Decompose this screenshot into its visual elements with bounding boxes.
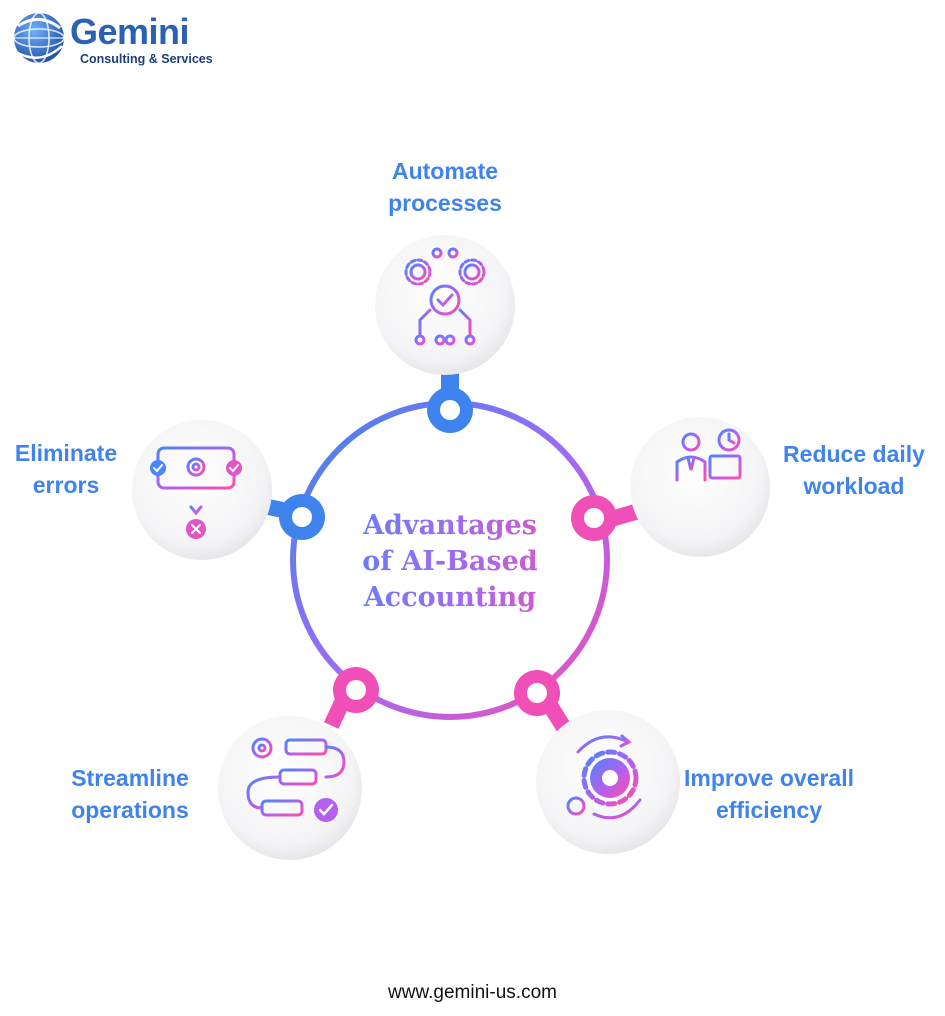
label-streamline-operations: Streamline operations bbox=[52, 762, 208, 826]
diagram-title-line-3: Accounting bbox=[363, 582, 537, 613]
label-line-2: errors bbox=[32, 472, 100, 498]
label-automate-processes: Automate processes bbox=[355, 155, 535, 219]
brand-logo: Gemini Consulting & Services bbox=[10, 8, 230, 70]
node-left bbox=[279, 494, 325, 540]
diagram-title-line-1: Advantages bbox=[363, 510, 537, 541]
disc-right bbox=[630, 417, 770, 557]
workflow-steps-icon bbox=[246, 737, 346, 822]
worker-at-desk-icon bbox=[650, 428, 747, 522]
diagram-title: Advantages of AI-Based Accounting bbox=[300, 508, 600, 616]
disc-left bbox=[132, 420, 272, 560]
label-line-1: Eliminate bbox=[14, 440, 118, 466]
diagram-title-line-2: of AI-Based bbox=[362, 546, 538, 577]
node-bottom-left bbox=[333, 667, 379, 713]
label-improve-overall-efficiency: Improve overall efficiency bbox=[676, 762, 862, 826]
brand-name: Gemini bbox=[70, 11, 190, 52]
website-url: www.gemini-us.com bbox=[388, 982, 557, 1003]
label-line-1: Reduce daily bbox=[783, 441, 925, 467]
label-eliminate-errors: Eliminate errors bbox=[4, 437, 128, 501]
node-top bbox=[427, 387, 473, 433]
label-line-1: Improve overall bbox=[683, 765, 855, 791]
label-line-1: Automate bbox=[391, 158, 499, 184]
circuit-gears-check-icon bbox=[404, 247, 486, 346]
gear-cycle-growth-icon bbox=[566, 732, 659, 820]
brand-tagline: Consulting & Services bbox=[80, 52, 213, 66]
node-bottom-right bbox=[514, 670, 560, 716]
label-line-2: operations bbox=[71, 797, 189, 823]
disc-bottom-left bbox=[218, 716, 362, 860]
error-flow-icon bbox=[150, 446, 242, 539]
label-line-2: efficiency bbox=[715, 797, 823, 823]
globe-logo-icon bbox=[13, 12, 65, 64]
label-line-2: workload bbox=[803, 473, 905, 499]
node-right bbox=[571, 495, 617, 541]
label-line-2: processes bbox=[388, 190, 502, 216]
label-line-1: Streamline bbox=[71, 765, 189, 791]
label-reduce-daily-workload: Reduce daily workload bbox=[770, 438, 938, 502]
